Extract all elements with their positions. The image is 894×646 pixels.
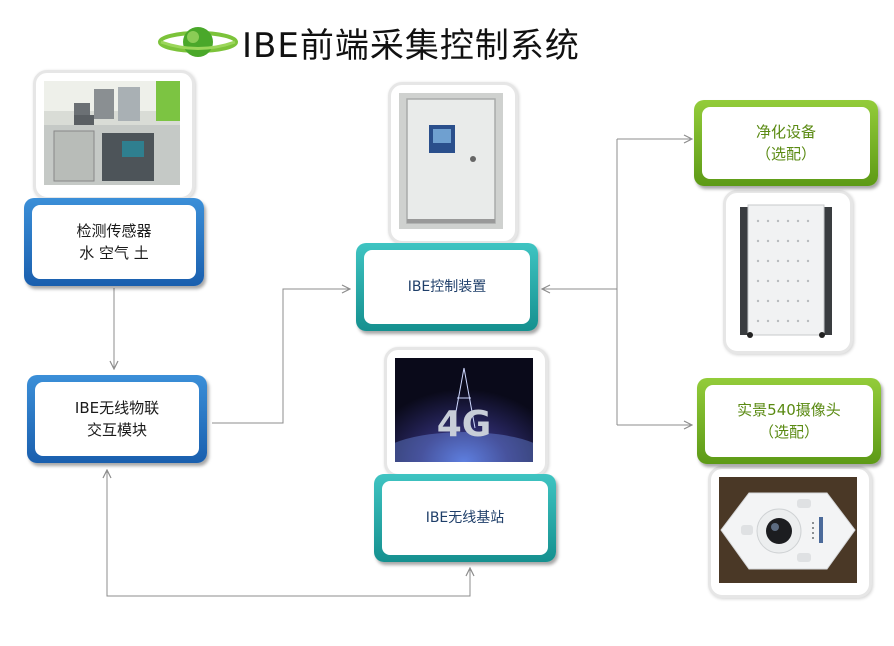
fourg-text: 4G bbox=[437, 404, 492, 445]
fourg-photo-frame: 4G bbox=[384, 347, 548, 477]
sensor-photo-frame bbox=[33, 70, 195, 200]
sensor-box: 检测传感器 水 空气 土 bbox=[24, 198, 204, 286]
module-label-line2: 交互模块 bbox=[86, 421, 147, 439]
planet-logo-icon bbox=[158, 27, 238, 57]
4g-tower-image: 4G bbox=[395, 358, 533, 462]
camera-label-line1: 实景540摄像头 bbox=[737, 401, 841, 419]
sensor-cabinet-photo bbox=[44, 81, 180, 185]
wireless-module-box: IBE无线物联 交互模块 bbox=[27, 375, 207, 463]
purifier-label-line1: 净化设备 bbox=[755, 123, 816, 141]
fisheye-camera-photo bbox=[719, 477, 857, 583]
base-station-label: IBE无线基站 bbox=[425, 510, 505, 526]
control-label: IBE控制装置 bbox=[407, 279, 487, 295]
arrow-module-to-control bbox=[212, 289, 350, 424]
control-cabinet-photo bbox=[399, 93, 503, 229]
base-station-box: IBE无线基站 bbox=[374, 474, 556, 562]
page-title: IBE前端采集控制系统 bbox=[242, 26, 580, 66]
camera-box: 实景540摄像头 （选配） bbox=[697, 378, 881, 464]
camera-label-line2: （选配） bbox=[758, 423, 819, 441]
control-device-box: IBE控制装置 bbox=[356, 243, 538, 331]
module-label-line1: IBE无线物联 bbox=[74, 399, 160, 417]
purifier-photo-frame bbox=[723, 190, 853, 354]
sensor-label-line1: 检测传感器 bbox=[76, 222, 152, 240]
purifier-box: 净化设备 （选配） bbox=[694, 100, 878, 186]
camera-photo-frame bbox=[708, 466, 872, 598]
air-purifier-photo bbox=[734, 201, 838, 339]
sensor-label-line2: 水 空气 土 bbox=[79, 244, 149, 262]
purifier-label-line2: （选配） bbox=[755, 145, 816, 163]
control-photo-frame bbox=[388, 82, 518, 244]
